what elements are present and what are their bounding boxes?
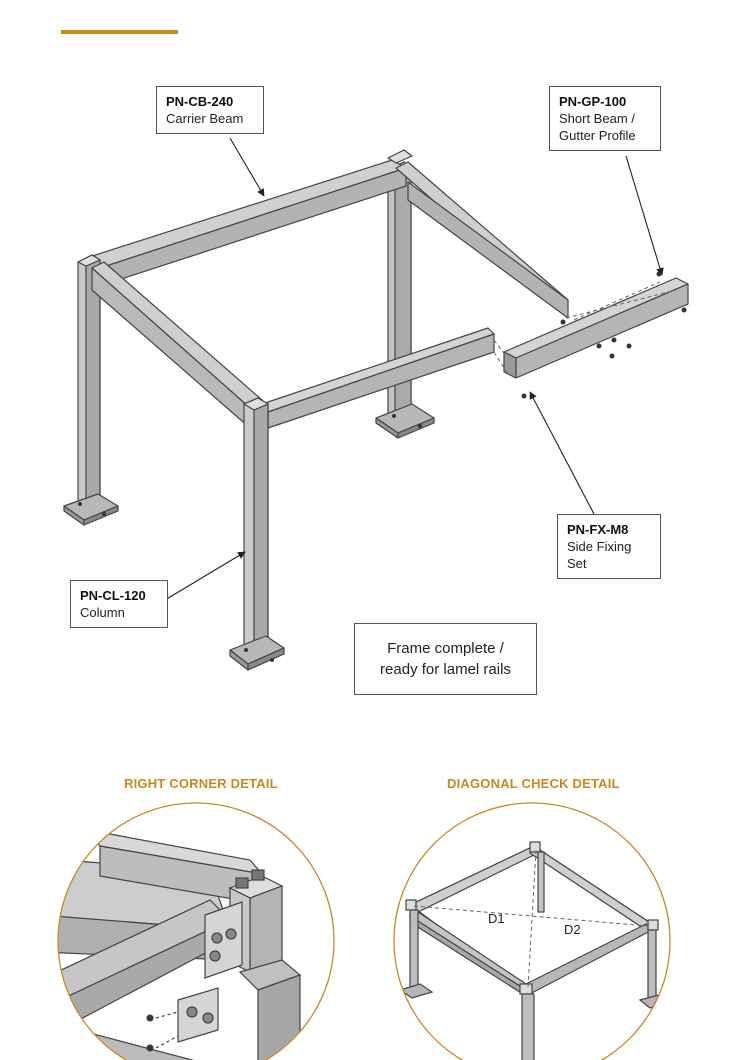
part-code: PN-GP-100 — [559, 94, 627, 109]
diagonal-label-d1: D1 — [488, 911, 505, 926]
part-description: Carrier Beam — [166, 111, 244, 126]
accent-rule — [61, 30, 178, 34]
callout-column: PN-CL-120 Column — [70, 580, 168, 628]
column-front — [229, 397, 285, 671]
detail-title-diagonal-check: DIAGONAL CHECK DETAIL — [447, 776, 620, 791]
diagonal-label-d2: D2 — [564, 922, 581, 937]
status-note: Frame complete / ready for lamel rails — [354, 623, 537, 695]
frame-assembly-drawing — [63, 137, 689, 671]
callout-side-fixing: PN-FX-M8 Side Fixing Set — [557, 514, 661, 579]
part-code: PN-CL-120 — [80, 588, 146, 603]
part-code: PN-CB-240 — [166, 94, 234, 109]
part-description: Side Fixing Set — [567, 539, 632, 571]
detail-title-right-corner: RIGHT CORNER DETAIL — [124, 776, 278, 791]
callout-short-beam: PN-GP-100 Short Beam / Gutter Profile — [549, 86, 661, 151]
callout-carrier-beam: PN-CB-240 Carrier Beam — [156, 86, 264, 134]
part-description: Column — [80, 605, 125, 620]
part-code: PN-FX-M8 — [567, 522, 629, 537]
part-description: Short Beam / Gutter Profile — [559, 111, 636, 143]
